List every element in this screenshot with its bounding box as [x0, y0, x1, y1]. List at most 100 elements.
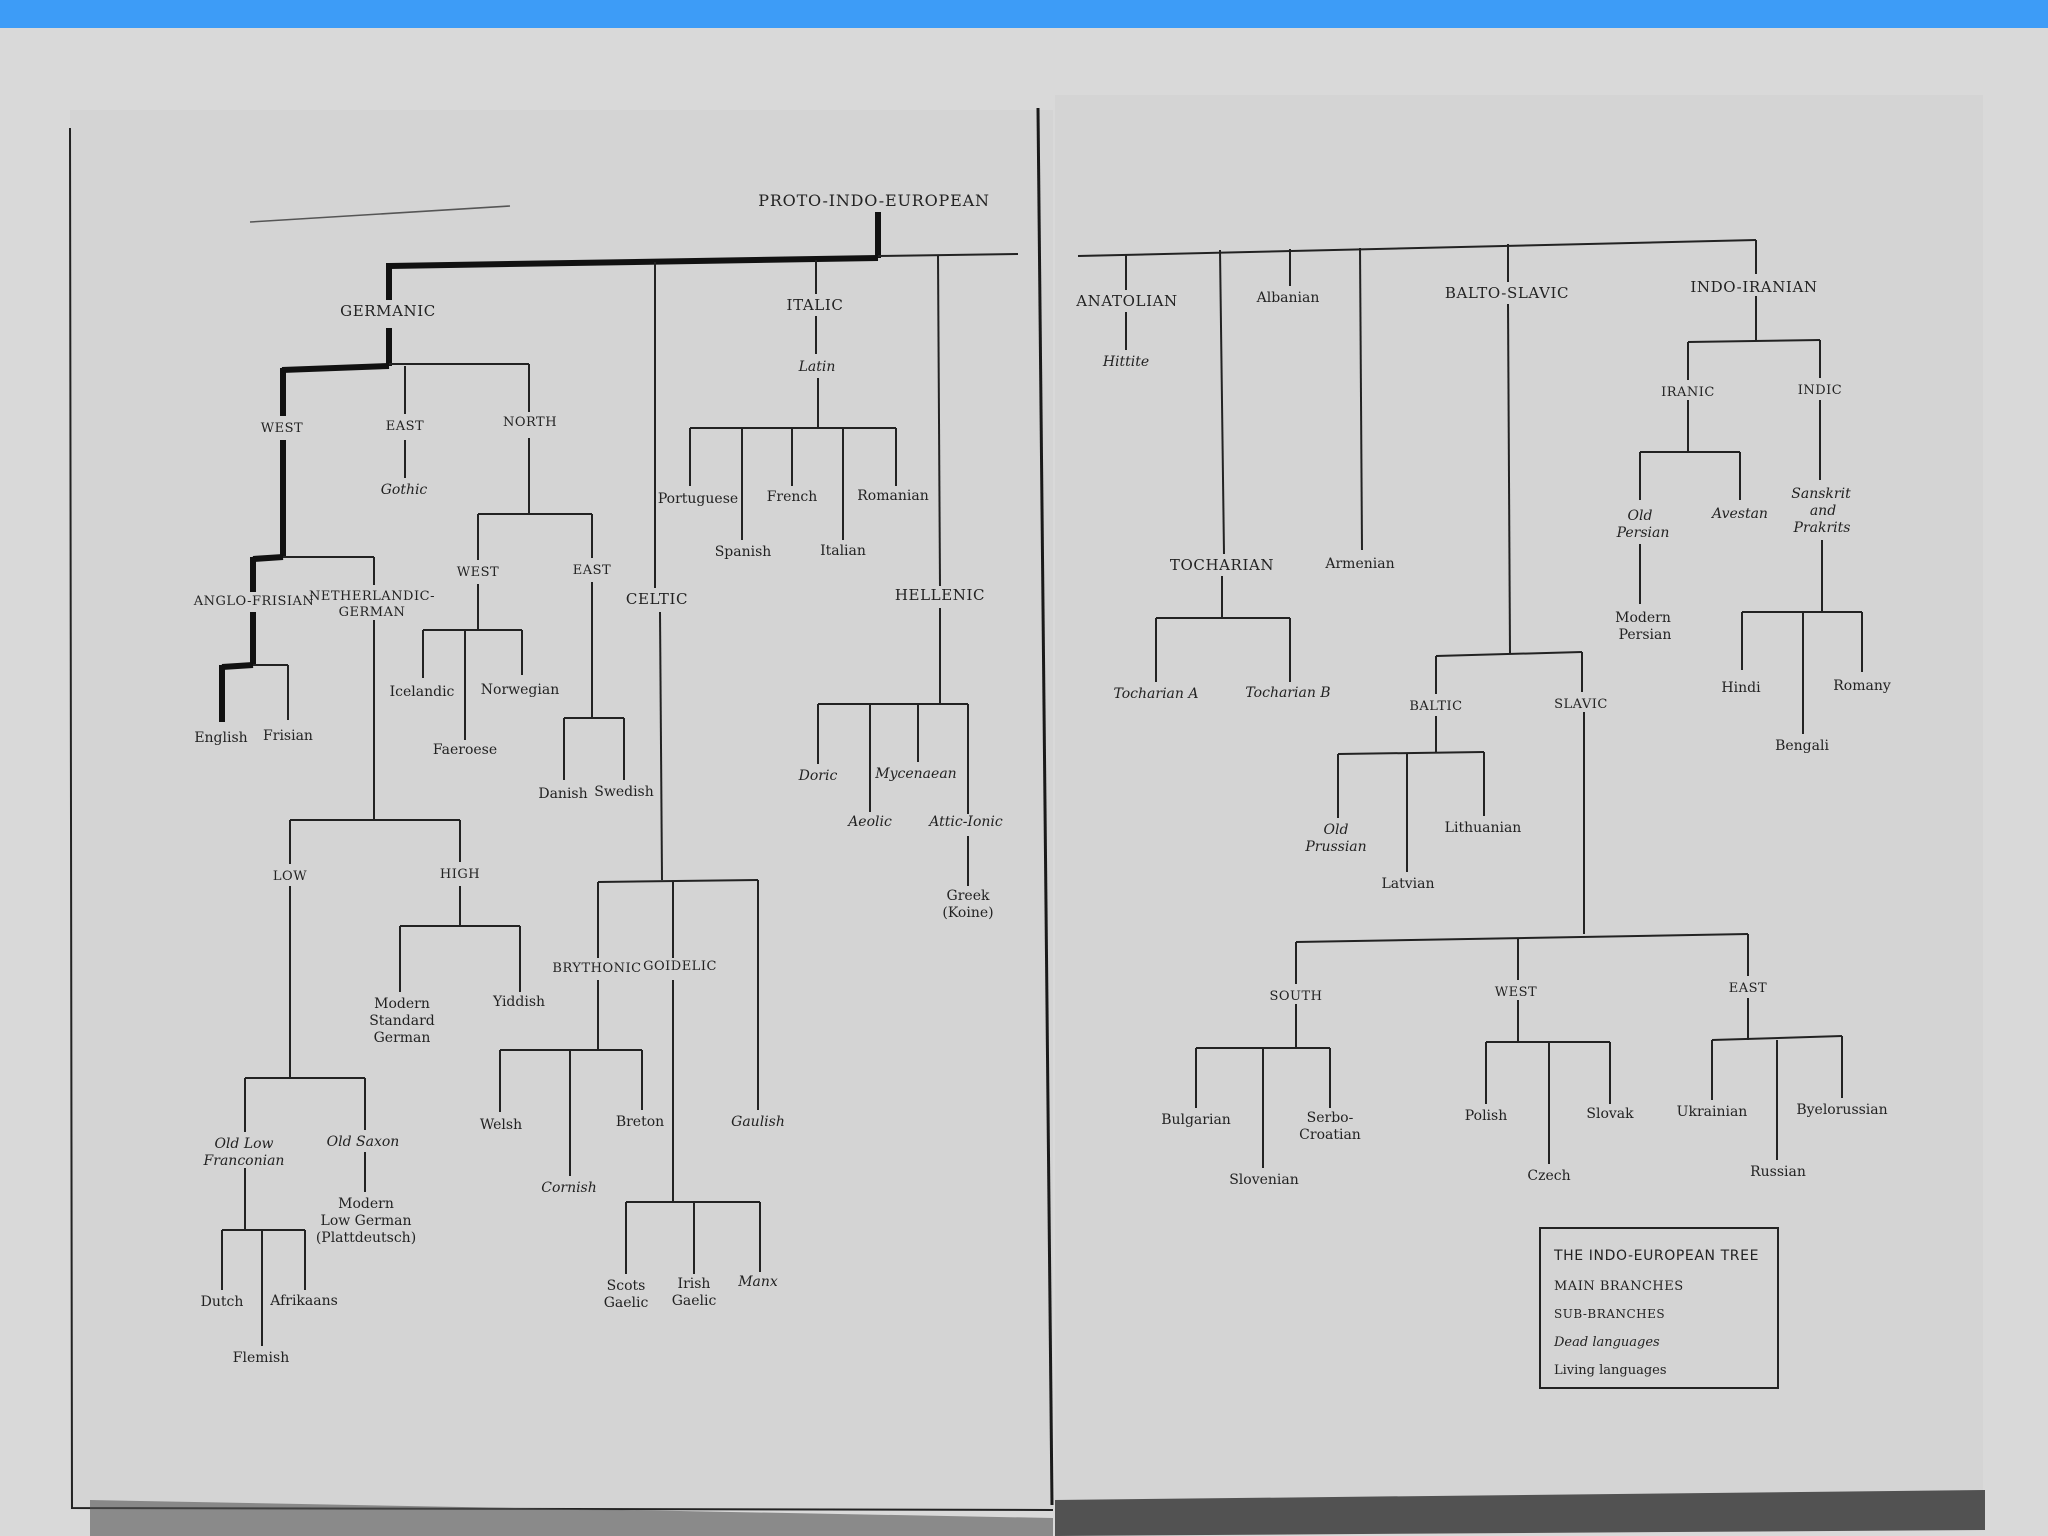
left-page-edge [69, 127, 1054, 1511]
lang-czech: Czech [1527, 1168, 1570, 1184]
lang-tocharian-b: Tocharian B [1245, 685, 1330, 701]
node-hellenic: HELLENIC [895, 586, 985, 604]
legend-box [1539, 1227, 1779, 1389]
node-east-slavic: EAST [1729, 981, 1767, 996]
lang-old-prussian-2: Prussian [1304, 839, 1366, 855]
lang-cornish: Cornish [541, 1180, 597, 1196]
lang-russian: Russian [1750, 1164, 1806, 1180]
legend-dead-languages: Dead languages [1553, 1335, 1660, 1350]
tree-labels: PROTO-INDO-EUROPEAN GERMANIC WEST EAST N… [193, 191, 1891, 1366]
lang-afrikaans: Afrikaans [269, 1293, 338, 1309]
lang-old-persian: Old [1628, 508, 1653, 524]
lang-bulgarian: Bulgarian [1161, 1112, 1231, 1128]
node-iranic: IRANIC [1661, 385, 1715, 400]
node-baltic: BALTIC [1409, 699, 1462, 714]
lang-armenian: Armenian [1324, 556, 1394, 572]
lang-gaulish: Gaulish [731, 1114, 785, 1130]
lang-latvian: Latvian [1381, 876, 1434, 892]
node-proto-indo-european: PROTO-INDO-EUROPEAN [758, 191, 990, 210]
lang-latin: Latin [798, 359, 836, 375]
lang-spanish: Spanish [715, 544, 772, 560]
node-brythonic: BRYTHONIC [552, 961, 641, 976]
lang-polish: Polish [1465, 1108, 1507, 1124]
top-bar [0, 0, 2048, 28]
lang-modern-standard-german-3: German [374, 1030, 431, 1046]
node-west-slavic: WEST [1495, 985, 1537, 1000]
lang-tocharian-a: Tocharian A [1114, 686, 1199, 702]
node-indo-iranian: INDO-IRANIAN [1690, 278, 1817, 296]
book-spine [1036, 107, 1054, 1506]
lang-modern-persian: Modern [1615, 610, 1671, 626]
node-anatolian: ANATOLIAN [1075, 292, 1178, 310]
lang-lithuanian: Lithuanian [1445, 820, 1522, 836]
lang-icelandic: Icelandic [390, 684, 455, 700]
node-low-german: LOW [273, 869, 307, 884]
lang-avestan: Avestan [1710, 506, 1768, 522]
node-celtic: CELTIC [626, 590, 688, 608]
lang-sanskrit-prakrits: Sanskrit [1791, 486, 1851, 502]
lang-serbo-croatian: Serbo- [1307, 1110, 1354, 1126]
left-page [70, 110, 1053, 1510]
lang-sanskrit-prakrits-3: Prakrits [1793, 520, 1851, 536]
lang-slovak: Slovak [1586, 1106, 1634, 1122]
node-south-slavic: SOUTH [1269, 989, 1322, 1004]
node-indic: INDIC [1798, 383, 1843, 398]
lang-italian: Italian [820, 543, 866, 559]
node-east-germanic: EAST [386, 419, 424, 434]
lang-manx: Manx [737, 1274, 778, 1290]
lang-albanian: Albanian [1256, 290, 1320, 306]
lang-old-saxon: Old Saxon [327, 1134, 400, 1150]
right-page [1055, 95, 1983, 1500]
lang-welsh: Welsh [480, 1117, 522, 1133]
lang-aeolic: Aeolic [846, 814, 892, 830]
bottom-shadow [1055, 1490, 1985, 1536]
book-scan: PROTO-INDO-EUROPEAN GERMANIC WEST EAST N… [0, 28, 2048, 1536]
node-italic: ITALIC [787, 296, 844, 314]
lang-byelorussian: Byelorussian [1796, 1102, 1887, 1118]
tree-lines [219, 212, 1863, 1346]
lang-breton: Breton [616, 1114, 664, 1130]
legend-sub-branches: SUB-BRANCHES [1554, 1307, 1665, 1321]
lang-dutch: Dutch [201, 1294, 244, 1310]
node-high-german: HIGH [440, 867, 480, 882]
lang-portuguese: Portuguese [658, 491, 738, 507]
lang-romanian: Romanian [857, 488, 928, 504]
lang-old-low-franconian-2: Franconian [203, 1153, 285, 1169]
node-balto-slavic: BALTO-SLAVIC [1445, 284, 1569, 302]
lang-modern-low-german-3: (Plattdeutsch) [316, 1230, 416, 1246]
lang-greek-koine-2: (Koine) [942, 905, 993, 921]
node-west-germanic: WEST [261, 421, 303, 436]
legend: THE INDO-EUROPEAN TREE MAIN BRANCHES SUB… [1539, 1227, 1779, 1389]
lang-hindi: Hindi [1721, 680, 1761, 696]
lang-french: French [767, 489, 818, 505]
node-tocharian: TOCHARIAN [1170, 556, 1274, 574]
lang-ukrainian: Ukrainian [1677, 1104, 1748, 1120]
lang-frisian: Frisian [263, 728, 313, 744]
node-goidelic: GOIDELIC [643, 959, 717, 974]
lang-serbo-croatian-2: Croatian [1299, 1127, 1361, 1143]
lang-hittite: Hittite [1102, 354, 1149, 370]
node-anglo-frisian: ANGLO-FRISIAN [193, 594, 315, 609]
lang-norwegian: Norwegian [481, 682, 559, 698]
node-germanic: GERMANIC [340, 302, 436, 320]
lang-romany: Romany [1833, 678, 1891, 694]
node-netherlandic-german-2: GERMAN [339, 605, 406, 620]
lang-irish-gaelic-2: Gaelic [672, 1293, 717, 1309]
legend-main-branches: MAIN BRANCHES [1554, 1279, 1684, 1294]
lang-bengali: Bengali [1775, 738, 1829, 754]
lang-swedish: Swedish [594, 784, 654, 800]
scan-mark [249, 205, 511, 223]
lang-sanskrit-prakrits-2: and [1810, 503, 1836, 519]
lang-irish-gaelic: Irish [678, 1276, 711, 1292]
lang-attic-ionic: Attic-Ionic [927, 814, 1003, 830]
lang-slovenian: Slovenian [1229, 1172, 1299, 1188]
lang-scots-gaelic: Scots [607, 1278, 646, 1294]
indo-european-tree-diagram: PROTO-INDO-EUROPEAN GERMANIC WEST EAST N… [69, 95, 1985, 1536]
node-east-norse: EAST [573, 563, 611, 578]
lang-modern-standard-german: Modern [374, 996, 430, 1012]
lang-mycenaean: Mycenaean [874, 766, 956, 782]
node-north-germanic: NORTH [503, 415, 557, 430]
lang-english: English [194, 730, 247, 746]
lang-old-persian-2: Persian [1616, 525, 1670, 541]
lang-modern-low-german-2: Low German [321, 1213, 412, 1229]
